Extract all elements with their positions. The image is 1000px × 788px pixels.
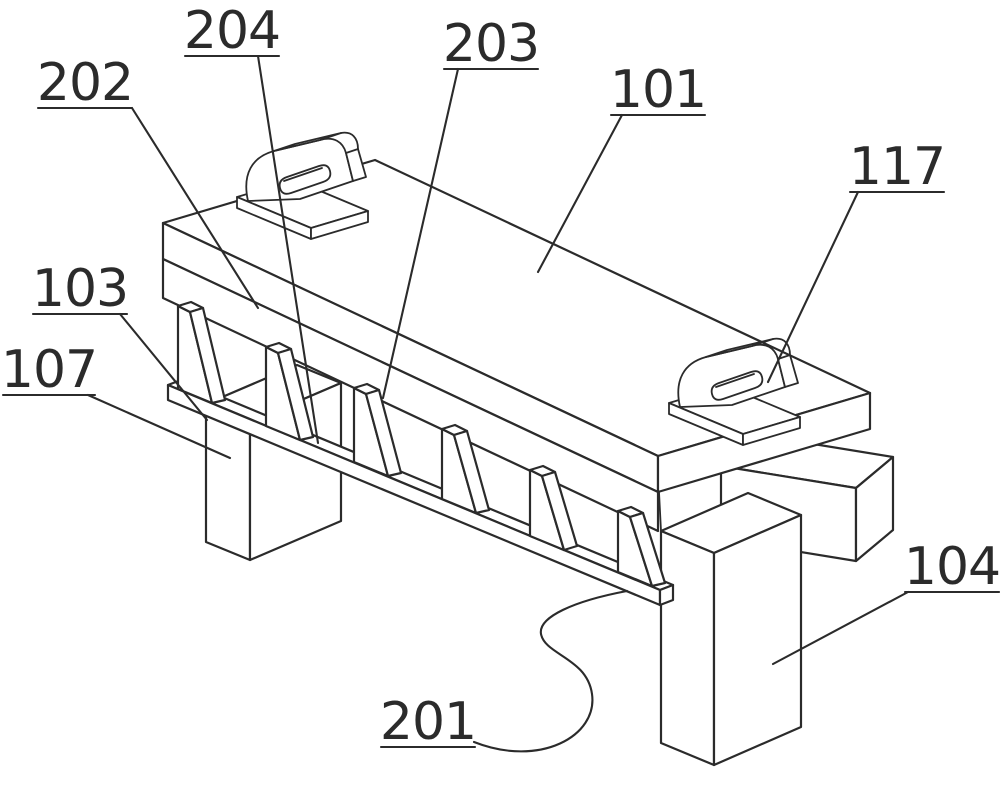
rib-5	[528, 464, 579, 552]
rib-2	[264, 341, 315, 442]
rib-6	[616, 505, 667, 588]
rib-2-side-face	[276, 347, 315, 442]
ref-label-201: 201	[380, 692, 476, 752]
rib-1	[176, 300, 227, 405]
leader-101	[536, 113, 624, 274]
right-leg-side-face	[712, 513, 803, 767]
plate-to-leg-edge	[658, 491, 662, 532]
web-front-face	[161, 257, 660, 533]
ref-label-103: 103	[32, 259, 128, 319]
leader-107	[86, 393, 232, 460]
reference-numerals: 202 204 203 101 117 103 107 104 201	[1, 1, 1000, 752]
leader-204	[256, 54, 320, 445]
ref-label-203: 203	[443, 14, 539, 74]
rib-4	[440, 423, 491, 515]
ref-label-204: 204	[184, 1, 280, 61]
right-leg-front-face	[659, 529, 716, 767]
rail-end-face	[658, 583, 675, 607]
gusset-ribs	[176, 300, 667, 588]
leader-201-squiggle	[472, 589, 629, 753]
leader-117	[766, 190, 860, 384]
rib-3-side-face	[364, 388, 403, 478]
rib-4-side-face	[452, 429, 491, 515]
rib-6-side-face	[628, 511, 667, 588]
rib-3	[352, 382, 403, 478]
leader-103	[118, 312, 209, 422]
leader-203	[381, 67, 460, 400]
ref-label-202: 202	[37, 53, 133, 113]
ref-label-107: 107	[1, 340, 97, 400]
ref-label-104: 104	[904, 537, 1000, 597]
side-box-right-face	[854, 455, 895, 563]
plate-right-end-face	[656, 391, 872, 494]
rib-5-side-face	[540, 470, 579, 552]
rib-1-side-face	[188, 306, 227, 405]
ref-label-117: 117	[849, 137, 945, 197]
leader-lines	[1, 54, 1000, 753]
right-leg	[659, 491, 803, 767]
leader-202	[130, 106, 260, 310]
leader-104	[771, 590, 910, 666]
ref-label-101: 101	[610, 60, 706, 120]
